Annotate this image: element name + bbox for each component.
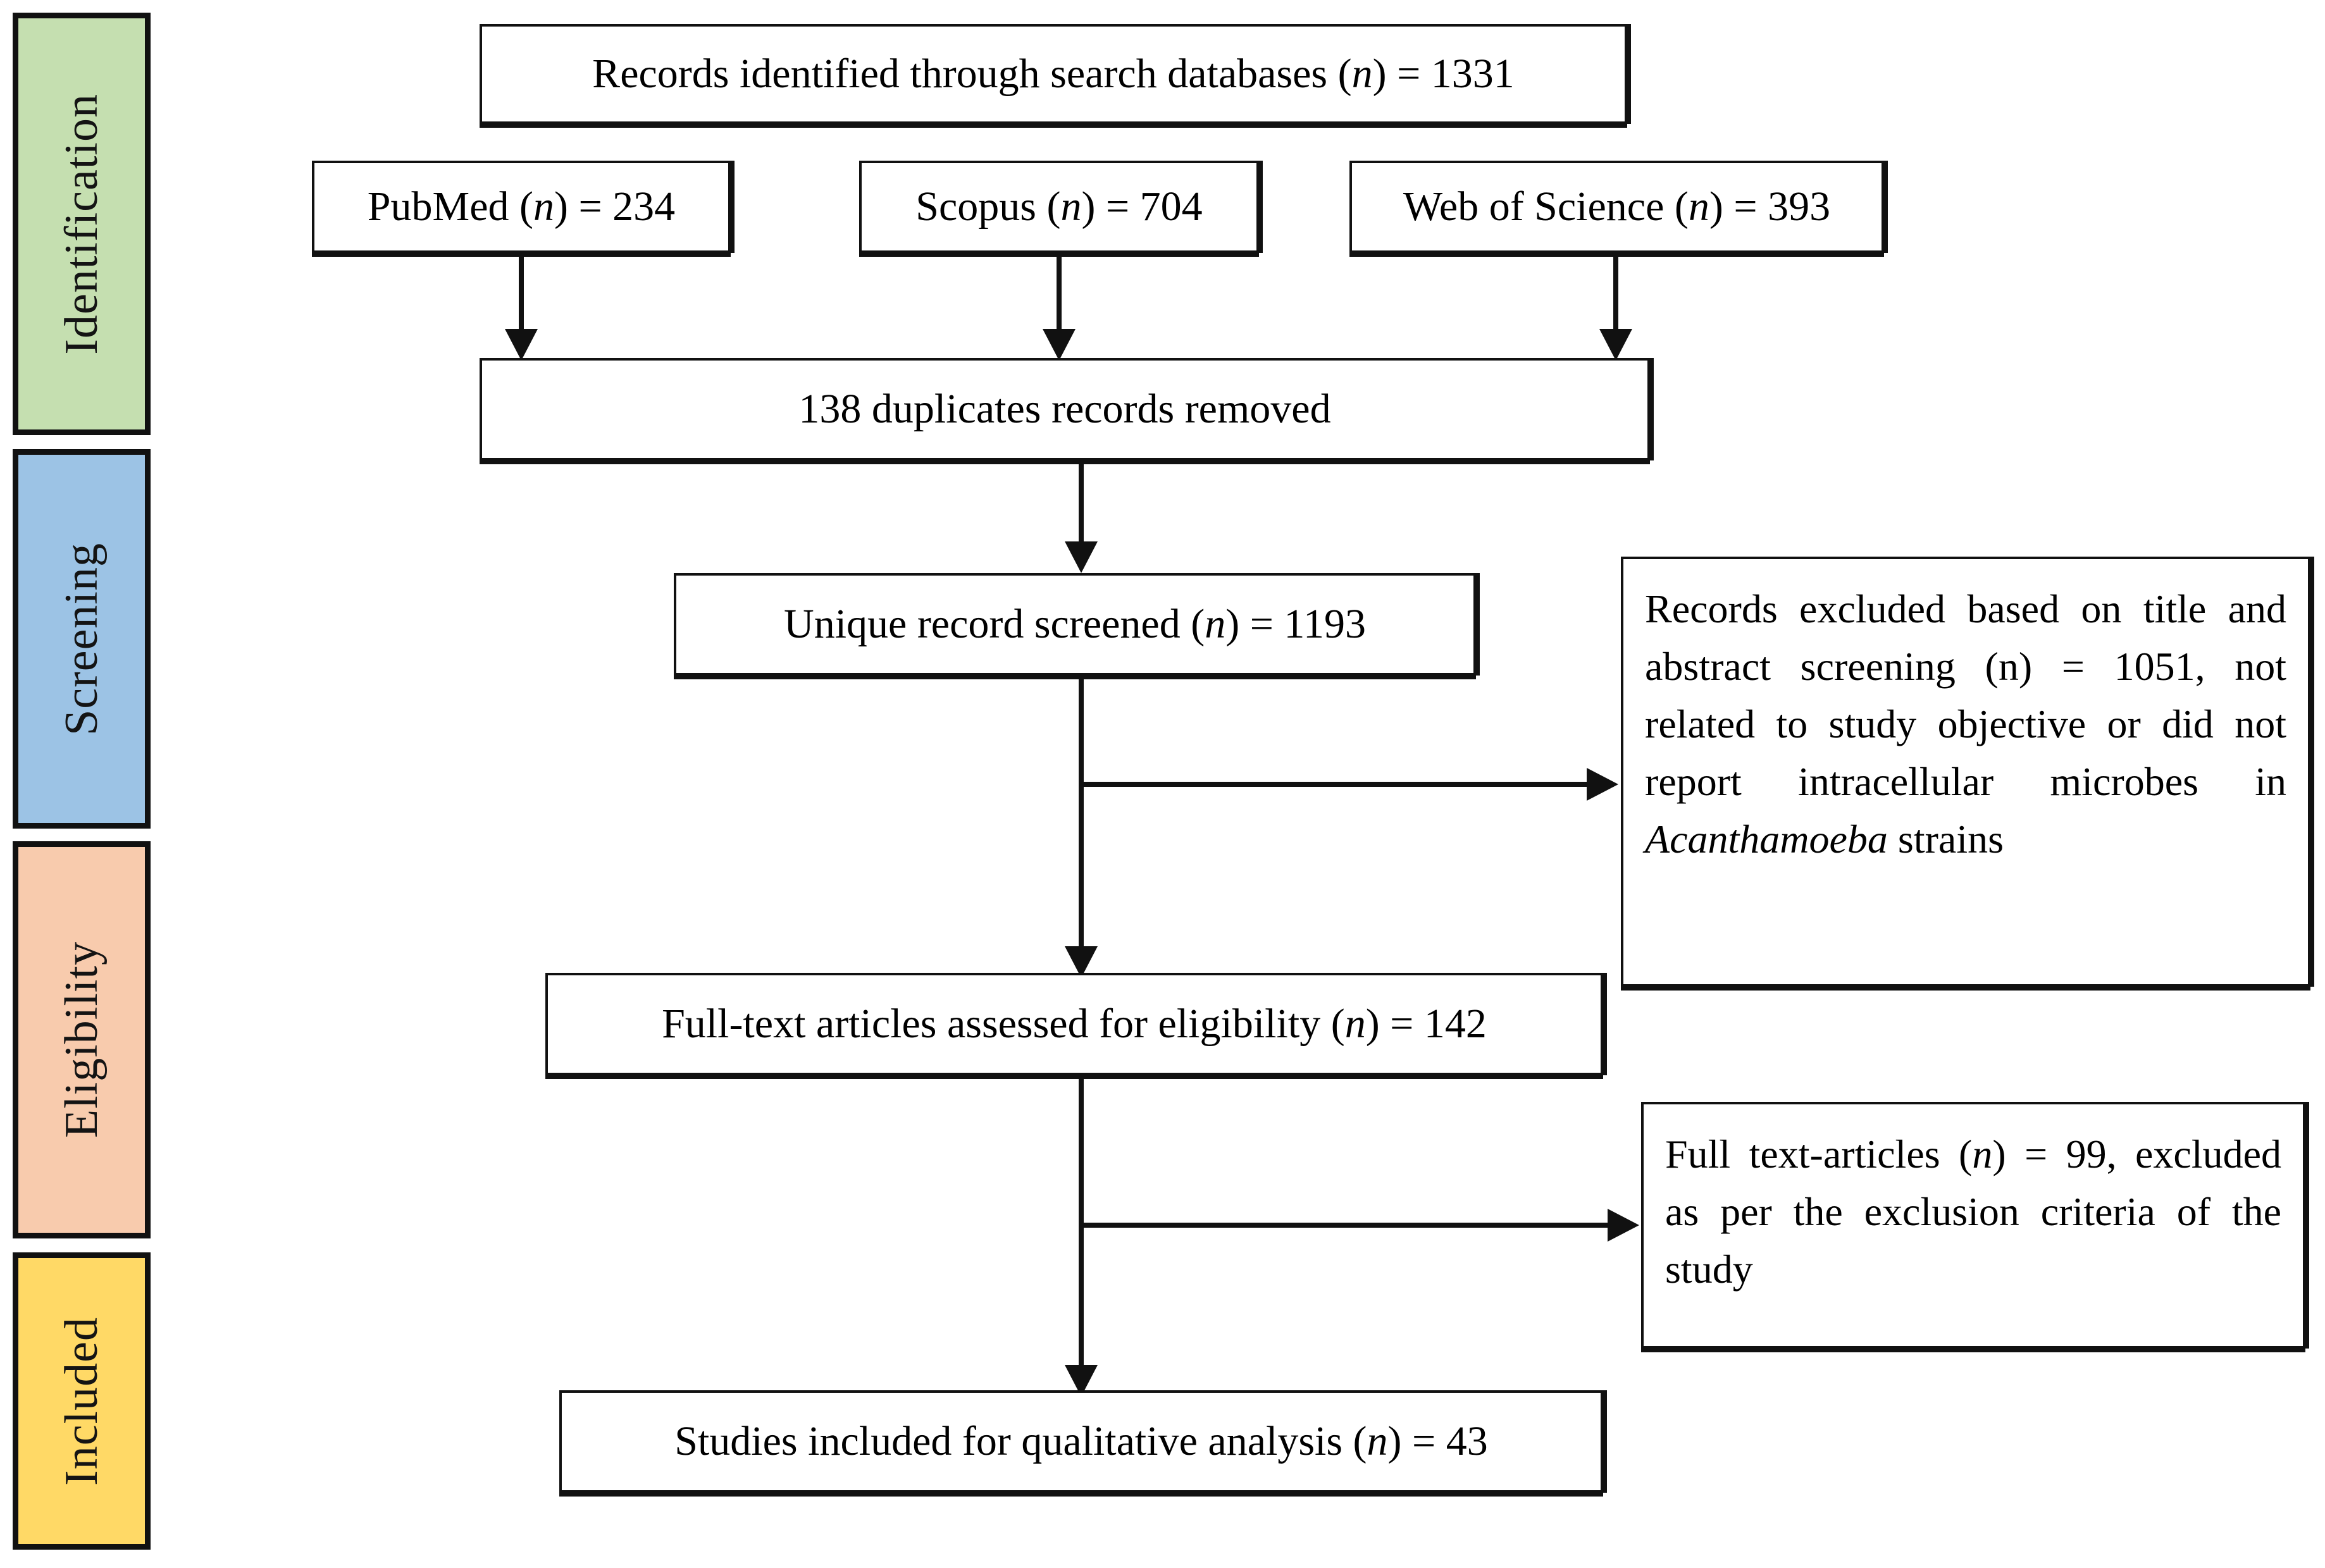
- connector-pubmed-to-duplicates: [519, 253, 524, 335]
- excluded-title-abstract-lead: Records excluded based on title and abst…: [1645, 586, 2286, 804]
- stage-label-included: Included: [56, 1316, 108, 1486]
- box-pubmed: PubMed (n) = 234: [312, 161, 731, 253]
- arrowhead-duplicates-to-unique: [1065, 541, 1098, 573]
- box-unique-record-screened: Unique record screened (n) = 1193: [674, 573, 1476, 676]
- stage-label-eligibility: Eligibility: [56, 941, 108, 1139]
- box-fulltext-assessed: Full-text articles assessed for eligibil…: [545, 973, 1603, 1075]
- connector-scopus-to-duplicates: [1057, 253, 1062, 335]
- box-excluded-fulltext-text: Full text-articles (n) = 99, excluded as…: [1665, 1132, 2282, 1292]
- box-scopus: Scopus (n) = 704: [859, 161, 1259, 253]
- arrowhead-pubmed-to-duplicates: [505, 329, 538, 361]
- stage-band-included: Included: [13, 1252, 151, 1550]
- box-pubmed-text: PubMed (n) = 234: [367, 183, 676, 230]
- box-records-identified-text: Records identified through search databa…: [592, 51, 1515, 97]
- arrowhead-unique-to-fulltext: [1065, 946, 1098, 978]
- box-duplicates-removed-text: 138 duplicates records removed: [798, 386, 1331, 433]
- connector-fulltext-to-excluded-fulltext: [1079, 1223, 1609, 1228]
- connector-duplicates-to-unique: [1079, 460, 1084, 549]
- arrowhead-scopus-to-duplicates: [1043, 329, 1076, 361]
- excluded-title-abstract-species: Acanthamoeba: [1645, 816, 1888, 861]
- box-duplicates-removed: 138 duplicates records removed: [480, 358, 1650, 460]
- box-excluded-title-abstract-text: Records excluded based on title and abst…: [1645, 581, 2286, 868]
- connector-unique-to-fulltext: [1079, 676, 1084, 954]
- arrowhead-wos-to-duplicates: [1599, 329, 1632, 361]
- box-scopus-text: Scopus (n) = 704: [915, 183, 1203, 230]
- arrowhead-unique-to-excluded-title-abstract: [1587, 768, 1618, 801]
- stage-label-identification: Identification: [56, 93, 108, 355]
- excluded-title-abstract-tail: strains: [1887, 816, 2004, 861]
- stage-band-screening: Screening: [13, 449, 151, 829]
- connector-wos-to-duplicates: [1613, 253, 1618, 335]
- box-excluded-title-abstract: Records excluded based on title and abst…: [1621, 557, 2310, 987]
- box-studies-included: Studies included for qualitative analysi…: [559, 1390, 1603, 1493]
- stage-band-eligibility: Eligibility: [13, 841, 151, 1238]
- box-web-of-science-text: Web of Science (n) = 393: [1403, 183, 1831, 230]
- stage-label-screening: Screening: [56, 542, 108, 736]
- box-studies-included-text: Studies included for qualitative analysi…: [674, 1418, 1488, 1465]
- box-fulltext-assessed-text: Full-text articles assessed for eligibil…: [662, 1001, 1487, 1047]
- connector-unique-to-excluded-title-abstract: [1079, 782, 1588, 787]
- arrowhead-fulltext-to-excluded-fulltext: [1608, 1209, 1639, 1242]
- box-web-of-science: Web of Science (n) = 393: [1349, 161, 1884, 253]
- box-records-identified: Records identified through search databa…: [480, 24, 1627, 124]
- box-unique-record-screened-text: Unique record screened (n) = 1193: [784, 601, 1366, 648]
- stage-band-identification: Identification: [13, 13, 151, 435]
- box-excluded-fulltext: Full text-articles (n) = 99, excluded as…: [1641, 1102, 2305, 1349]
